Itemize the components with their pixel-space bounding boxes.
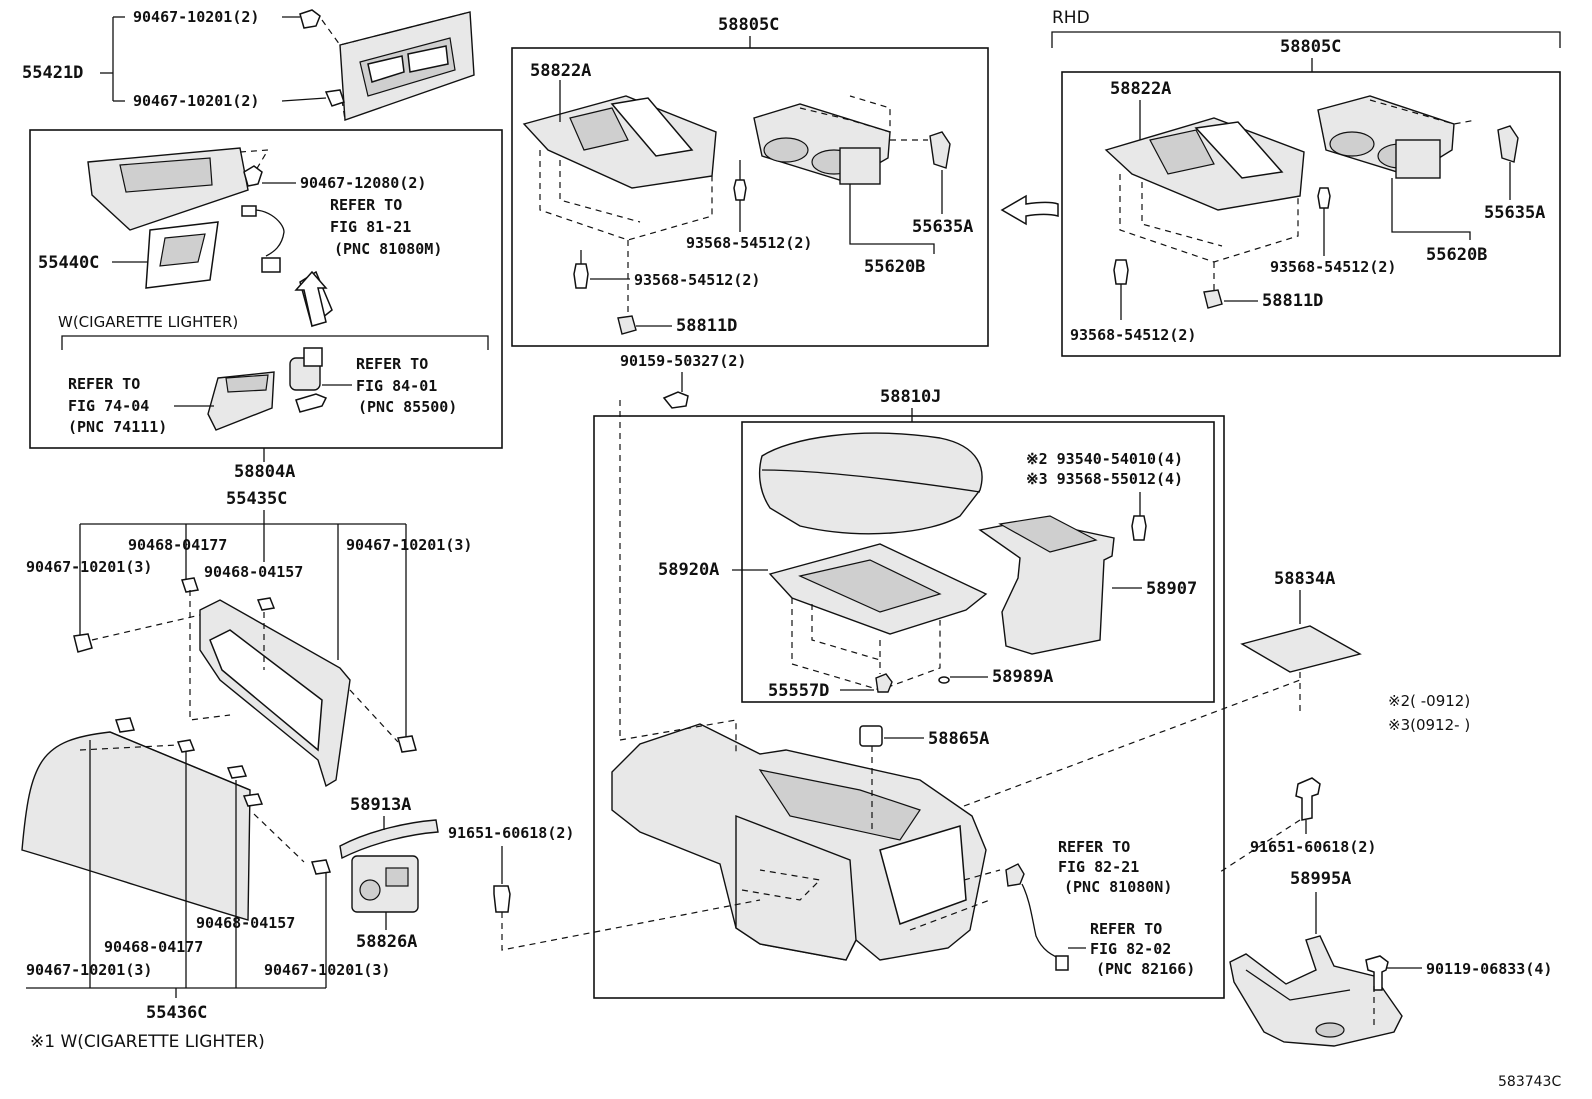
box-58810J [593, 415, 1225, 999]
label-55635A-left: 55635A [912, 217, 973, 237]
label-58811D-left: 58811D [676, 316, 737, 336]
label-93568-54512-a: 93568-54512(2) [686, 234, 812, 252]
label-93568-55012: ※3 93568-55012(4) [1026, 470, 1183, 488]
label-58826A: 58826A [356, 932, 417, 952]
refer-82-02-line1: REFER TO [1090, 920, 1162, 938]
left-arrow-icon [1000, 194, 1059, 226]
label-58920A: 58920A [658, 560, 719, 580]
pad-58834A [1240, 625, 1362, 673]
label-90468-04177-top: 90468-04177 [128, 536, 227, 554]
drawing-number: 583743C [1498, 1074, 1561, 1090]
label-58822A-right: 58822A [1110, 79, 1171, 99]
label-rhd: RHD [1052, 8, 1090, 28]
label-58865A: 58865A [928, 729, 989, 749]
refer-74-04-line3: (PNC 74111) [68, 418, 167, 436]
refer-82-21-line3: (PNC 81080N) [1064, 878, 1172, 896]
refer-82-02-line2: FIG 82-02 [1090, 940, 1171, 958]
label-58805C-right: 58805C [1280, 37, 1341, 57]
label-w-cigarette-lighter: W(CIGARETTE LIGHTER) [58, 313, 238, 331]
label-90467-10201-a: 90467-10201(2) [133, 8, 259, 26]
label-90467-10201-3-bottom-left: 90467-10201(3) [26, 961, 152, 979]
box-58810J-inner [741, 421, 1215, 703]
refer-81-21-line3: (PNC 81080M) [334, 240, 442, 258]
label-58811D-right: 58811D [1262, 291, 1323, 311]
bracket-58995A [1229, 935, 1403, 1047]
panel-55436C [21, 717, 331, 921]
label-91651-60618-left: 91651-60618(2) [448, 824, 574, 842]
panel-55421D [299, 9, 475, 121]
label-55436C: 55436C [146, 1003, 207, 1023]
refer-84-01-line2: FIG 84-01 [356, 377, 437, 395]
refer-82-02-line3: (PNC 82166) [1096, 960, 1195, 978]
panel-55435C [73, 577, 417, 788]
label-55440C: 55440C [38, 253, 99, 273]
label-58989A: 58989A [992, 667, 1053, 687]
cupholder-left [753, 95, 951, 185]
label-90159-50327: 90159-50327(2) [620, 352, 746, 370]
label-58810J: 58810J [880, 387, 941, 407]
console-body-58810J [611, 723, 987, 961]
label-55620B-right: 55620B [1426, 245, 1487, 265]
box-58805C-right [1061, 71, 1561, 357]
hinge-58907 [978, 515, 1115, 655]
refer-81-21-line1: REFER TO [330, 196, 402, 214]
label-90119-06833: 90119-06833(4) [1426, 960, 1552, 978]
label-91651-60618-right: 91651-60618(2) [1250, 838, 1376, 856]
label-90468-04157-bot: 90468-04157 [196, 914, 295, 932]
label-58805C-left: 58805C [718, 15, 779, 35]
label-58834A: 58834A [1274, 569, 1335, 589]
label-58804A: 58804A [234, 462, 295, 482]
note-2: ※2( -0912) [1388, 692, 1470, 710]
refer-81-21-line2: FIG 81-21 [330, 218, 411, 236]
label-90467-10201-3-bottom-right: 90467-10201(3) [264, 961, 390, 979]
note-1: ※1 W(CIGARETTE LIGHTER) [30, 1032, 265, 1052]
cigarette-lighter-parts [207, 347, 328, 431]
label-55620B-left: 55620B [864, 257, 925, 277]
label-93568-54512-b: 93568-54512(2) [634, 271, 760, 289]
note-3: ※3(0912- ) [1388, 716, 1470, 734]
refer-82-21-line1: REFER TO [1058, 838, 1130, 856]
label-55435C: 55435C [226, 489, 287, 509]
box-58804A [29, 129, 503, 449]
up-arrow-icon [294, 270, 328, 327]
label-93568-54512-c: 93568-54512(2) [1270, 258, 1396, 276]
box-58805C-left [511, 47, 989, 347]
refer-84-01-line1: REFER TO [356, 355, 428, 373]
label-90467-10201-3-left: 90467-10201(3) [26, 558, 152, 576]
armrest-lid [758, 432, 983, 535]
label-55557D: 55557D [768, 681, 829, 701]
armrest-base [768, 543, 988, 691]
shift-panel-left [522, 95, 717, 241]
label-90468-04177-bot: 90468-04177 [104, 938, 203, 956]
label-90467-10201-3-right: 90467-10201(3) [346, 536, 472, 554]
label-90467-10201-b: 90467-10201(2) [133, 92, 259, 110]
label-58995A: 58995A [1290, 869, 1351, 889]
part-58913A-58826A [339, 816, 439, 913]
label-55635A-right: 55635A [1484, 203, 1545, 223]
refer-82-21-line2: FIG 82-21 [1058, 858, 1139, 876]
cupholder-right [1317, 95, 1519, 179]
label-55421D: 55421D [22, 63, 83, 83]
label-58907: 58907 [1146, 579, 1197, 599]
label-90467-12080: 90467-12080(2) [300, 174, 426, 192]
label-93540-54010: ※2 93540-54010(4) [1026, 450, 1183, 468]
label-93568-54512-d: 93568-54512(2) [1070, 326, 1196, 344]
refer-74-04-line1: REFER TO [68, 375, 140, 393]
refer-74-04-line2: FIG 74-04 [68, 397, 149, 415]
label-58822A-left: 58822A [530, 61, 591, 81]
label-58913A: 58913A [350, 795, 411, 815]
upper-console-tray [87, 147, 333, 328]
shift-panel-right [1104, 117, 1305, 263]
label-90468-04157-top: 90468-04157 [204, 563, 303, 581]
refer-84-01-line3: (PNC 85500) [358, 398, 457, 416]
